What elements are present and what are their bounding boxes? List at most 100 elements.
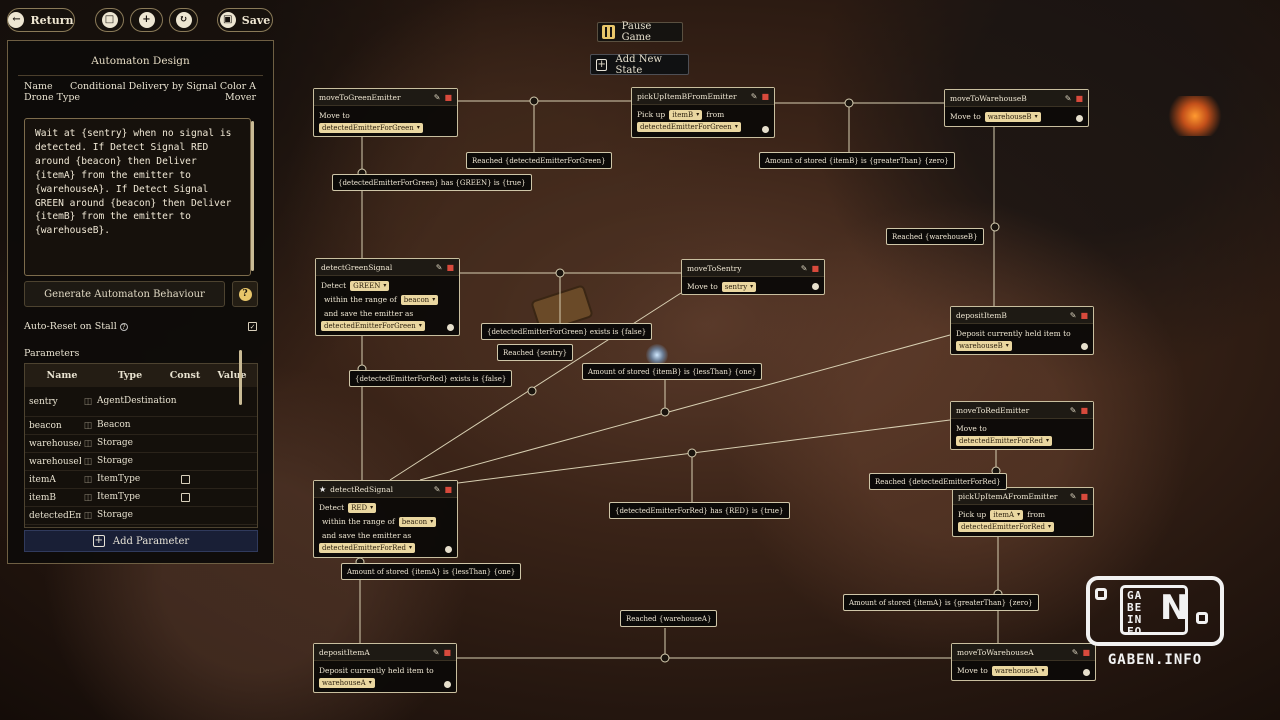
- refresh-button[interactable]: ↻: [169, 8, 198, 32]
- edit-icon[interactable]: ✎: [1064, 93, 1072, 103]
- trash-icon[interactable]: ◫: [83, 438, 93, 449]
- trash-icon[interactable]: ◫: [83, 492, 93, 503]
- target-dropdown[interactable]: detectedEmitterForGreen: [321, 321, 425, 331]
- trash-icon[interactable]: ■: [1075, 93, 1083, 103]
- trash-icon[interactable]: ■: [446, 262, 454, 272]
- transition-label[interactable]: Amount of stored {itemB} is {lessThan} {…: [582, 363, 763, 380]
- transition-label[interactable]: {detectedEmitterForRed} has {RED} is {tr…: [609, 502, 790, 519]
- edit-icon[interactable]: ✎: [1069, 405, 1077, 415]
- transition-label[interactable]: {detectedEmitterForGreen} exists is {fal…: [481, 323, 653, 340]
- edit-icon[interactable]: ✎: [750, 91, 758, 101]
- target-dropdown[interactable]: warehouseA: [991, 666, 1048, 676]
- output-port[interactable]: [1076, 115, 1083, 122]
- save-button[interactable]: ▣ Save: [217, 8, 273, 32]
- target-dropdown[interactable]: warehouseB: [984, 112, 1041, 122]
- output-port[interactable]: [1081, 343, 1088, 350]
- table-row[interactable]: warehouseA ◫ Storage: [25, 435, 257, 453]
- target-dropdown[interactable]: warehouseB: [956, 341, 1012, 351]
- edit-icon[interactable]: ✎: [433, 484, 441, 494]
- table-row[interactable]: beacon ◫ Beacon: [25, 417, 257, 435]
- output-port[interactable]: [447, 324, 454, 331]
- trash-icon[interactable]: ■: [444, 484, 452, 494]
- transition-label[interactable]: Reached {sentry}: [497, 344, 574, 361]
- transition-label[interactable]: Reached {detectedEmitterForGreen}: [466, 152, 612, 169]
- state-node-deposititema[interactable]: depositItemA✎■ Deposit currently held it…: [313, 643, 457, 693]
- target-dropdown[interactable]: sentry: [721, 282, 757, 292]
- color-dropdown[interactable]: GREEN: [350, 281, 390, 291]
- edit-icon[interactable]: ✎: [432, 647, 440, 657]
- pause-game-button[interactable]: Pause Game: [597, 21, 683, 43]
- state-node-deposititemb[interactable]: depositItemB✎■ Deposit currently held it…: [950, 306, 1094, 355]
- transition-label[interactable]: Amount of stored {itemB} is {greaterThan…: [759, 152, 955, 169]
- trash-icon[interactable]: ■: [1082, 647, 1090, 657]
- trash-icon[interactable]: ■: [443, 647, 451, 657]
- target-dropdown[interactable]: warehouseA: [319, 678, 375, 688]
- target-dropdown[interactable]: detectedEmitterForRed: [958, 522, 1054, 532]
- table-row[interactable]: warehouseB ◫ Storage: [25, 453, 257, 471]
- description-scrollbar[interactable]: [251, 121, 254, 271]
- table-row[interactable]: itemA ◫ ItemType: [25, 471, 257, 489]
- edit-icon[interactable]: ✎: [1069, 310, 1077, 320]
- transition-label[interactable]: Reached {detectedEmitterForRed}: [869, 473, 1007, 490]
- parameters-scrollbar[interactable]: [239, 350, 242, 405]
- behaviour-description-textarea[interactable]: Wait at {sentry} when no signal is detec…: [24, 118, 251, 276]
- table-row[interactable]: sentry ◫ AgentDestination: [25, 387, 257, 417]
- transition-label[interactable]: {detectedEmitterForRed} exists is {false…: [349, 370, 513, 387]
- add-parameter-button[interactable]: + Add Parameter: [24, 530, 258, 552]
- help-button[interactable]: ?: [232, 281, 258, 307]
- edit-icon[interactable]: ✎: [433, 92, 441, 102]
- edit-icon[interactable]: ✎: [800, 263, 808, 273]
- state-node-movetoredemitter[interactable]: moveToRedEmitter✎■ Move to detectedEmitt…: [950, 401, 1094, 450]
- trash-icon[interactable]: ■: [761, 91, 769, 101]
- transition-label[interactable]: Amount of stored {itemA} is {greaterThan…: [843, 594, 1039, 611]
- return-button[interactable]: ← Return: [7, 8, 75, 32]
- auto-reset-checkbox[interactable]: ✓: [248, 322, 257, 331]
- item-dropdown[interactable]: itemA: [990, 510, 1024, 520]
- output-port[interactable]: [444, 681, 451, 688]
- edit-icon[interactable]: ✎: [435, 262, 443, 272]
- state-node-movetogreenemitter[interactable]: moveToGreenEmitter✎■ Move to detectedEmi…: [313, 88, 458, 137]
- trash-icon[interactable]: ◫: [83, 396, 93, 407]
- open-button[interactable]: □: [95, 8, 124, 32]
- beacon-dropdown[interactable]: beacon: [400, 295, 439, 305]
- table-row[interactable]: itemB ◫ ItemType: [25, 489, 257, 507]
- target-dropdown[interactable]: detectedEmitterForGreen: [637, 122, 741, 132]
- item-dropdown[interactable]: itemB: [669, 110, 703, 120]
- trash-icon[interactable]: ◫: [83, 510, 93, 521]
- trash-icon[interactable]: ■: [1080, 310, 1088, 320]
- info-icon[interactable]: ?: [119, 323, 128, 331]
- color-dropdown[interactable]: RED: [348, 503, 377, 513]
- trash-icon[interactable]: ◫: [83, 420, 93, 431]
- trash-icon[interactable]: ■: [1080, 405, 1088, 415]
- add-new-state-button[interactable]: + Add New State: [590, 54, 689, 76]
- output-port[interactable]: [1083, 669, 1090, 676]
- output-port[interactable]: [812, 283, 819, 290]
- transition-label[interactable]: {detectedEmitterForGreen} has {GREEN} is…: [332, 174, 532, 191]
- trash-icon[interactable]: ■: [444, 92, 452, 102]
- target-dropdown[interactable]: detectedEmitterForRed: [956, 436, 1052, 446]
- state-node-pickupitembfromemitter[interactable]: pickUpItemBFromEmitter✎■ Pick upitemBfro…: [631, 87, 775, 138]
- const-checkbox[interactable]: [180, 493, 190, 502]
- output-port[interactable]: [445, 546, 452, 553]
- new-button[interactable]: +: [130, 8, 163, 32]
- const-checkbox[interactable]: [180, 475, 190, 484]
- target-dropdown[interactable]: detectedEmitterForGreen: [319, 123, 423, 133]
- trash-icon[interactable]: ◫: [83, 474, 93, 485]
- trash-icon[interactable]: ■: [811, 263, 819, 273]
- edit-icon[interactable]: ✎: [1071, 647, 1079, 657]
- transition-label[interactable]: Amount of stored {itemA} is {lessThan} {…: [341, 563, 522, 580]
- trash-icon[interactable]: ◫: [83, 456, 93, 467]
- generate-behaviour-button[interactable]: Generate Automaton Behaviour: [24, 281, 225, 307]
- state-node-pickupitemafromemitter[interactable]: pickUpItemAFromEmitter✎■ Pick upitemAfro…: [952, 487, 1094, 537]
- transition-label[interactable]: Reached {warehouseB}: [886, 228, 984, 245]
- beacon-dropdown[interactable]: beacon: [398, 517, 437, 527]
- trash-icon[interactable]: ■: [1080, 491, 1088, 501]
- target-dropdown[interactable]: detectedEmitterForRed: [319, 543, 415, 553]
- edit-icon[interactable]: ✎: [1069, 491, 1077, 501]
- transition-label[interactable]: Reached {warehouseA}: [620, 610, 718, 627]
